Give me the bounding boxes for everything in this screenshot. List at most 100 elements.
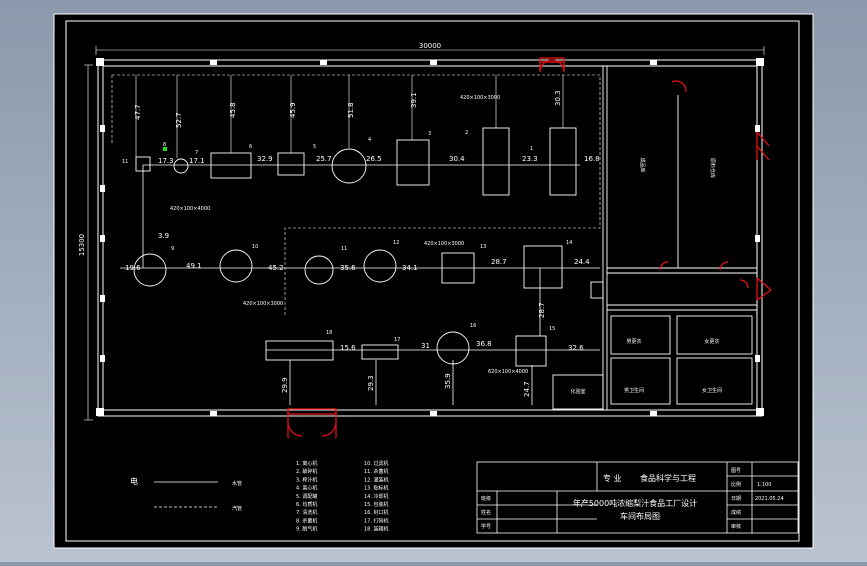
equipment-9[interactable] <box>133 253 167 287</box>
equip-num: 10 <box>252 244 258 250</box>
dim: 52.7 <box>175 112 183 128</box>
dim: 47.7 <box>134 104 142 120</box>
pipe-spec: 420×100×3000 <box>460 95 500 101</box>
date-label: 日期 <box>731 496 741 502</box>
equip-num: 17 <box>394 337 400 343</box>
equipment-list-item: 10. 过滤机 <box>364 460 389 467</box>
dim: 30.3 <box>554 90 562 106</box>
drawing-border <box>65 20 800 542</box>
equipment-1[interactable] <box>549 127 577 196</box>
name-label: 姓名 <box>481 509 491 516</box>
equipment-18[interactable] <box>265 340 334 361</box>
equipment-4[interactable] <box>331 148 367 184</box>
major-label: 专 业 <box>603 473 622 483</box>
equipment-11[interactable] <box>304 255 334 285</box>
equipment-list-item: 12. 灌装机 <box>364 476 389 483</box>
equipment-list-item: 1. 离心机 <box>296 460 317 467</box>
dimension-texts: 47.7 52.7 45.8 45.9 51.8 39.1 30.3 17.3 … <box>125 90 600 397</box>
equipment-list-item: 2. 破碎机 <box>296 468 317 475</box>
process-pipes <box>120 164 600 405</box>
door-bottom-right <box>321 410 337 438</box>
equipment-list-item: 3. 榨汁机 <box>296 476 317 483</box>
equipment-row-3 <box>265 331 547 367</box>
dim: 17.1 <box>189 157 205 165</box>
equipment-13[interactable] <box>441 252 475 284</box>
equip-num: 6 <box>249 144 252 150</box>
equip-num: 4 <box>368 137 371 143</box>
door-storage-1 <box>671 80 687 93</box>
room-lab: 化验室 <box>570 388 585 395</box>
title-block: 专 业 食品科学与工程 图号 比例 1:100 日期 2021.05.24 成绩… <box>481 468 784 530</box>
dim: 29.9 <box>281 377 289 393</box>
equipment-list-item: 15. 包装机 <box>364 501 389 508</box>
major-value: 食品科学与工程 <box>640 473 696 483</box>
equipment-3[interactable] <box>396 139 430 186</box>
equipment-list-item: 14. 冷却机 <box>364 493 389 500</box>
dim: 45.9 <box>289 102 297 118</box>
equip-num: 12 <box>393 240 399 246</box>
dim: 25.7 <box>316 155 332 163</box>
wall-columns <box>96 58 764 416</box>
door-storage-2 <box>659 261 669 271</box>
equipment-list-item: 7. 清洗机 <box>296 509 317 516</box>
room-finished-goods: 成品库 <box>639 157 646 172</box>
legend-water-pipe-label: 水管 <box>232 480 242 487</box>
pipe-spec: 420×100×3000 <box>243 301 283 307</box>
equipment-16[interactable] <box>436 331 470 365</box>
equipment-list-item: 16. 封口机 <box>364 509 389 516</box>
drawing-subtitle: 车间布局图 <box>620 511 660 521</box>
dim: 16.8 <box>584 155 600 163</box>
dim: 45.2 <box>268 264 284 272</box>
equipment-list-item: 13. 贴标机 <box>364 485 389 492</box>
room-womens-locker: 女更衣 <box>704 338 719 345</box>
dim: 35.9 <box>444 373 452 389</box>
pipe-specs: 420×100×3000 420×100×4000 420×100×3000 4… <box>170 95 528 375</box>
equipment-row-2 <box>133 245 563 289</box>
dim: 32.9 <box>257 155 273 163</box>
equipment-7[interactable] <box>173 158 189 174</box>
equip-num: 8 <box>163 142 166 148</box>
dim: 29.3 <box>367 375 375 391</box>
door-top-left <box>539 59 553 73</box>
dim: 15.6 <box>340 344 356 352</box>
equip-num: 3 <box>428 131 431 137</box>
equip-num: 5 <box>313 144 316 150</box>
dim: 28.7 <box>491 258 507 266</box>
equipment-2[interactable] <box>482 127 510 196</box>
equip-num: 13 <box>480 244 486 250</box>
legend-steam-pipe-label: 汽管 <box>232 505 242 512</box>
door-storage-4 <box>739 279 749 289</box>
dim: 39.1 <box>410 92 418 108</box>
equipment-list-item: 11. 杀菌机 <box>364 468 389 475</box>
equipment-6[interactable] <box>210 152 252 179</box>
equipment-17[interactable] <box>361 344 399 360</box>
grade-label: 成绩 <box>731 509 741 516</box>
equipment-row-1 <box>135 127 577 196</box>
equip-num: 16 <box>470 323 476 329</box>
selection-marker <box>163 147 167 151</box>
steam-pipe <box>111 74 601 316</box>
equipment-list-item: 5. 调配罐 <box>296 493 317 500</box>
equipment-11a[interactable] <box>135 156 151 172</box>
dim: 31 <box>421 342 430 350</box>
equipment-list-item: 4. 离心机 <box>296 485 317 492</box>
equipment-10[interactable] <box>219 249 253 283</box>
dim: 26.5 <box>366 155 382 163</box>
pipe-spec: 420×100×3000 <box>424 241 464 247</box>
equipment-15[interactable] <box>515 335 547 367</box>
equipment-12[interactable] <box>363 249 397 283</box>
door-bottom-left <box>287 410 303 438</box>
overall-dimensions <box>84 46 765 421</box>
equipment-14[interactable] <box>523 245 563 289</box>
equipment-5[interactable] <box>277 152 305 176</box>
equipment-list-item: 8. 杀菌机 <box>296 517 317 524</box>
dim: 36.8 <box>476 340 492 348</box>
door-side-lower <box>756 277 772 301</box>
equip-num: 14 <box>566 240 572 246</box>
title-block-grid <box>476 461 799 534</box>
dim: 28.7 <box>538 302 546 318</box>
equip-num: 2 <box>465 130 468 136</box>
